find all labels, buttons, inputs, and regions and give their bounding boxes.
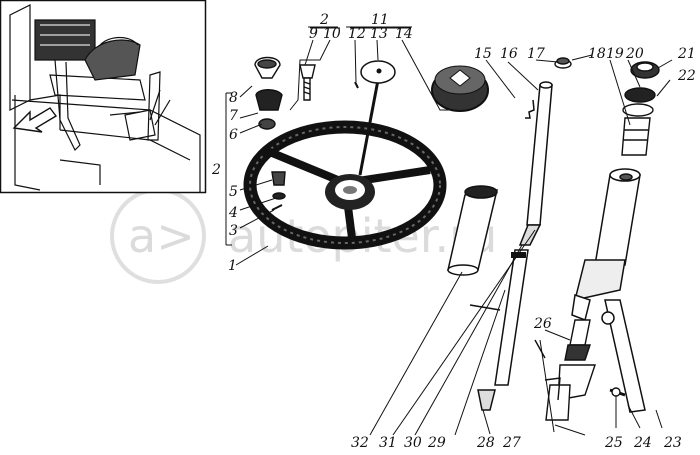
horn-rod [358,60,396,176]
inset-cabin-view [0,0,207,194]
label-1: 1 [228,258,237,274]
label-31: 31 [379,435,397,451]
label-7: 7 [229,108,238,124]
label-23: 23 [663,435,682,451]
pointer-arrow-icon [12,107,58,133]
label-21: 21 [677,46,696,62]
label-16: 16 [500,46,518,62]
label-32: 32 [351,435,369,451]
label-24: 24 [633,435,652,451]
label-12: 12 [348,26,366,42]
label-17: 17 [527,46,545,62]
steering-wheel [243,120,447,250]
label-15: 15 [474,46,492,62]
leader-lines [225,27,673,436]
label-29: 29 [427,435,446,451]
steering-column-tube [571,168,646,413]
label-10: 10 [323,26,341,42]
label-28: 28 [476,435,495,451]
label-19: 19 [606,46,624,62]
label-14: 14 [395,26,413,42]
label-27: 27 [502,435,521,451]
column-sleeve [447,185,498,276]
column-top-parts [621,61,660,156]
label-2-top: 2 [319,12,329,28]
part-labels: 1 2 3 4 5 6 7 8 2 9 10 11 12 13 14 15 16… [211,12,696,451]
label-6: 6 [229,127,238,143]
horn-switch [431,65,489,112]
label-20: 20 [625,46,644,62]
label-25: 25 [604,435,623,451]
label-13: 13 [370,26,388,42]
label-30: 30 [404,435,422,451]
label-22: 22 [677,68,696,84]
bearing-parts-17-18 [554,57,572,69]
label-3: 3 [229,223,238,239]
watermark-logo: a> [128,209,195,263]
label-8: 8 [229,90,238,106]
steering-shaft [469,81,553,411]
label-2-left: 2 [211,162,221,178]
label-18: 18 [588,46,606,62]
label-5: 5 [229,184,238,200]
label-9: 9 [309,26,318,42]
label-26: 26 [533,316,552,332]
horn-button-parts [254,56,359,130]
universal-joint [534,319,626,421]
label-11: 11 [371,12,389,28]
label-4: 4 [228,205,238,221]
wheel-small-parts [271,171,286,211]
